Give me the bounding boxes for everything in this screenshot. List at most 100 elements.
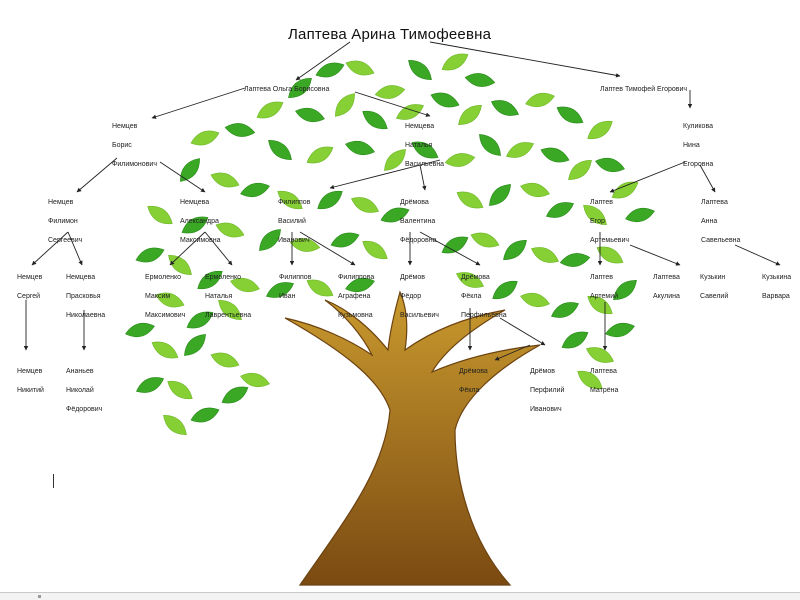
leaf-shape [605,322,635,338]
person-name-line: Немцев [17,274,43,281]
person-name-line: Васильевна [405,161,445,168]
relation-arrow [151,87,246,119]
person-name-line: Иванович [278,237,310,244]
person-name-line: Николай [66,387,94,394]
person-name-line: Анна [701,218,718,225]
leaf-shape [350,197,380,213]
leaf-shape [215,222,245,238]
leaf-shape [330,232,360,248]
person-name-line: Сергей [17,293,41,300]
leaf-shape [479,134,501,156]
person-name-line: Артемьевич [590,237,630,244]
person-name-line: Лаптева [701,199,728,206]
person-name-line: Ермоленко [205,274,241,281]
person-name-line: Перфильевна [461,312,507,319]
leaf-shape [184,334,206,356]
person-name-line: Кузьмовна [338,312,373,319]
person-olga: Лаптева Ольга Борисовна [244,80,329,99]
leaf-shape [256,101,284,119]
relation-arrow [494,344,531,361]
relation-arrow [354,91,431,117]
leaf-shape [218,300,242,320]
leaf-shape [503,240,527,260]
leaf-shape [240,182,270,198]
leaf-shape [613,280,637,300]
person-name-line: Варвара [762,293,790,300]
leaf-shape [268,140,292,160]
leaf-shape [315,62,345,78]
leaf-shape [125,322,155,338]
person-name-line: Лаптева [653,274,680,281]
leaf-shape [441,53,469,71]
leaf-shape [259,229,281,251]
person-name-line: Дрёмова [461,274,490,281]
person-name-line: Максимовна [180,237,221,244]
leaf-shape [147,205,173,225]
leaf-shape [197,270,223,290]
leaf-shape [595,157,625,173]
leaf-shape [317,190,343,210]
person-name-line: Кузькина [762,274,792,281]
leaf-shape [561,331,589,349]
leaf-shape [277,190,303,210]
person-name-line: Николаевна [66,312,106,319]
person-name-line: Филимонович [112,161,157,168]
person-name-line: Фёдорович [66,406,103,413]
ruler-marker [38,595,41,598]
page-footer-strip [0,593,800,600]
person-name-line: Немцева [66,274,96,281]
relation-arrow [609,161,686,193]
leaf-shape [167,380,193,400]
relation-arrow [159,161,206,193]
person-name-line: Аграфена [338,293,371,300]
person-name-line: Савельевна [701,237,741,244]
relation-arrow [629,244,681,266]
leaf-shape [151,341,179,359]
person-name-line: Куликова [683,123,713,130]
leaf-shape [540,147,570,163]
person-name-line: Фёкла [459,387,480,394]
tree-leaves [125,53,655,435]
person-name-line: Фёдор [400,293,422,300]
person-name-line: Лаптев [590,199,614,206]
leaf-shape [583,205,607,225]
leaf-shape [444,153,476,167]
leaf-shape [265,282,295,298]
person-name-line: Иван [279,293,296,300]
leaf-shape [408,60,432,80]
relation-arrow [419,164,427,191]
leaf-shape [430,92,460,108]
person-name-line: Немцев [48,199,74,206]
leaf-shape [489,184,511,206]
leaf-shape [559,253,591,267]
leaf-shape [135,377,165,393]
leaf-shape [625,207,655,223]
relation-arrow [734,244,781,266]
person-name-line: Дрёмова [459,368,488,375]
relation-arrow [31,231,69,266]
relation-arrows [23,41,781,361]
leaf-shape [455,272,485,288]
person-name-line: Дрёмов [400,274,425,281]
person-name-line: Василий [278,218,306,225]
relation-arrow [76,157,118,193]
person-name-line: Васильевич [400,312,439,319]
leaf-shape [380,207,410,223]
leaf-shape [441,236,469,254]
leaf-shape [550,302,580,318]
leaf-shape [180,158,200,182]
person-name-line: Артемий [590,293,619,300]
person-name-line: Фёкла [461,293,482,300]
